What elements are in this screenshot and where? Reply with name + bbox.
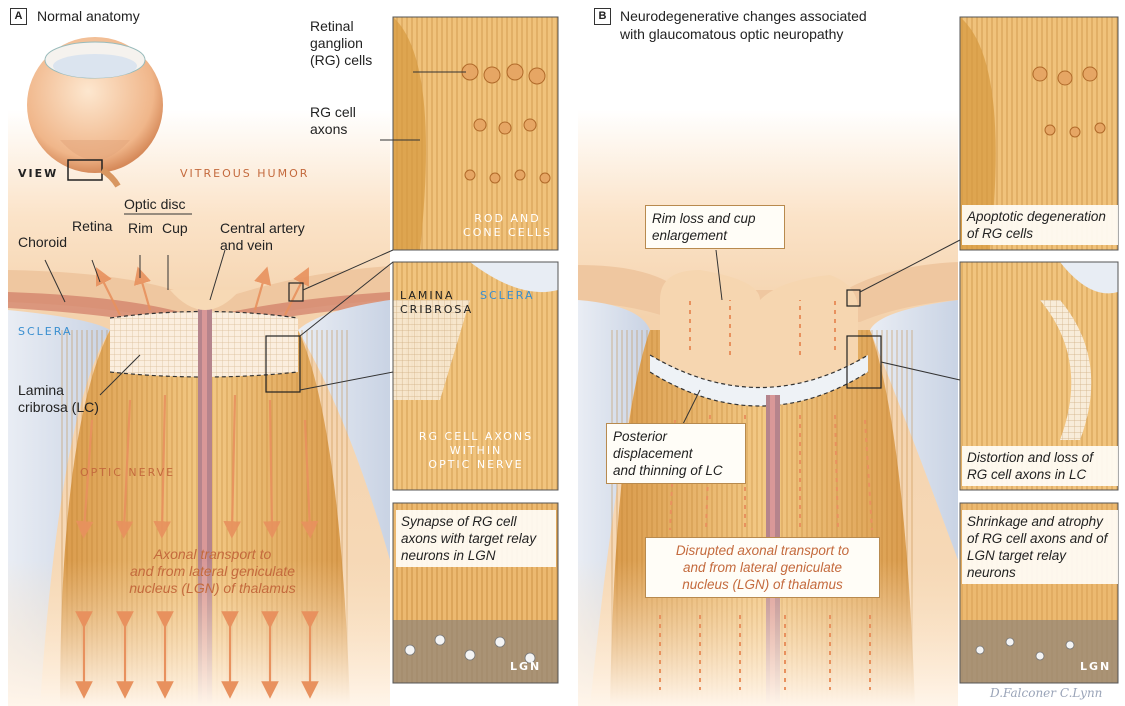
cup-label: Cup bbox=[162, 220, 188, 237]
artist-signature: D.Falconer C.Lynn bbox=[990, 686, 1102, 700]
lamina-cribrosa-label: Lamina cribrosa (LC) bbox=[18, 382, 99, 416]
posterior-label: Posterior displacement and thinning of L… bbox=[606, 423, 746, 484]
retina-label: Retina bbox=[72, 218, 112, 235]
lgn-label-a: LGN bbox=[510, 660, 541, 674]
retinal-ganglion-label: Retinal ganglion (RG) cells bbox=[310, 18, 372, 69]
central-artery-label: Central artery and vein bbox=[220, 220, 305, 254]
view-label: VIEW bbox=[18, 167, 58, 181]
optic-disc-label: Optic disc bbox=[124, 196, 185, 213]
distortion-label: Distortion and loss of RG cell axons in … bbox=[962, 446, 1118, 486]
lamina-inset-label: LAMINA CRIBROSA bbox=[400, 289, 473, 317]
sclera-left-label: SCLERA bbox=[18, 325, 72, 339]
optic-nerve-label: OPTIC NERVE bbox=[80, 466, 175, 480]
rod-cone-label: ROD AND CONE CELLS bbox=[460, 212, 555, 240]
panel-a-letter: A bbox=[10, 8, 27, 25]
panel-b-title: Neurodegenerative changes associated wit… bbox=[620, 7, 867, 43]
sclera-inset-label: SCLERA bbox=[480, 289, 534, 303]
rim-loss-label: Rim loss and cup enlargement bbox=[645, 205, 785, 249]
vitreous-label: VITREOUS HUMOR bbox=[180, 167, 309, 181]
shrinkage-label: Shrinkage and atrophy of RG cell axons a… bbox=[962, 510, 1118, 584]
lgn-label-b: LGN bbox=[1080, 660, 1111, 674]
synapse-label: Synapse of RG cell axons with target rel… bbox=[396, 510, 556, 567]
choroid-label: Choroid bbox=[18, 234, 67, 251]
rim-label: Rim bbox=[128, 220, 153, 237]
axonal-transport-label: Axonal transport to and from lateral gen… bbox=[80, 546, 345, 597]
apoptotic-label: Apoptotic degeneration of RG cells bbox=[962, 205, 1118, 245]
rg-within-label: RG CELL AXONS WITHIN OPTIC NERVE bbox=[398, 430, 554, 472]
panel-b-scene bbox=[578, 110, 958, 706]
panel-b-letter: B bbox=[594, 8, 611, 25]
panel-a-title: Normal anatomy bbox=[37, 7, 140, 25]
disrupted-label: Disrupted axonal transport to and from l… bbox=[645, 537, 880, 598]
rg-axons-label: RG cell axons bbox=[310, 104, 356, 138]
